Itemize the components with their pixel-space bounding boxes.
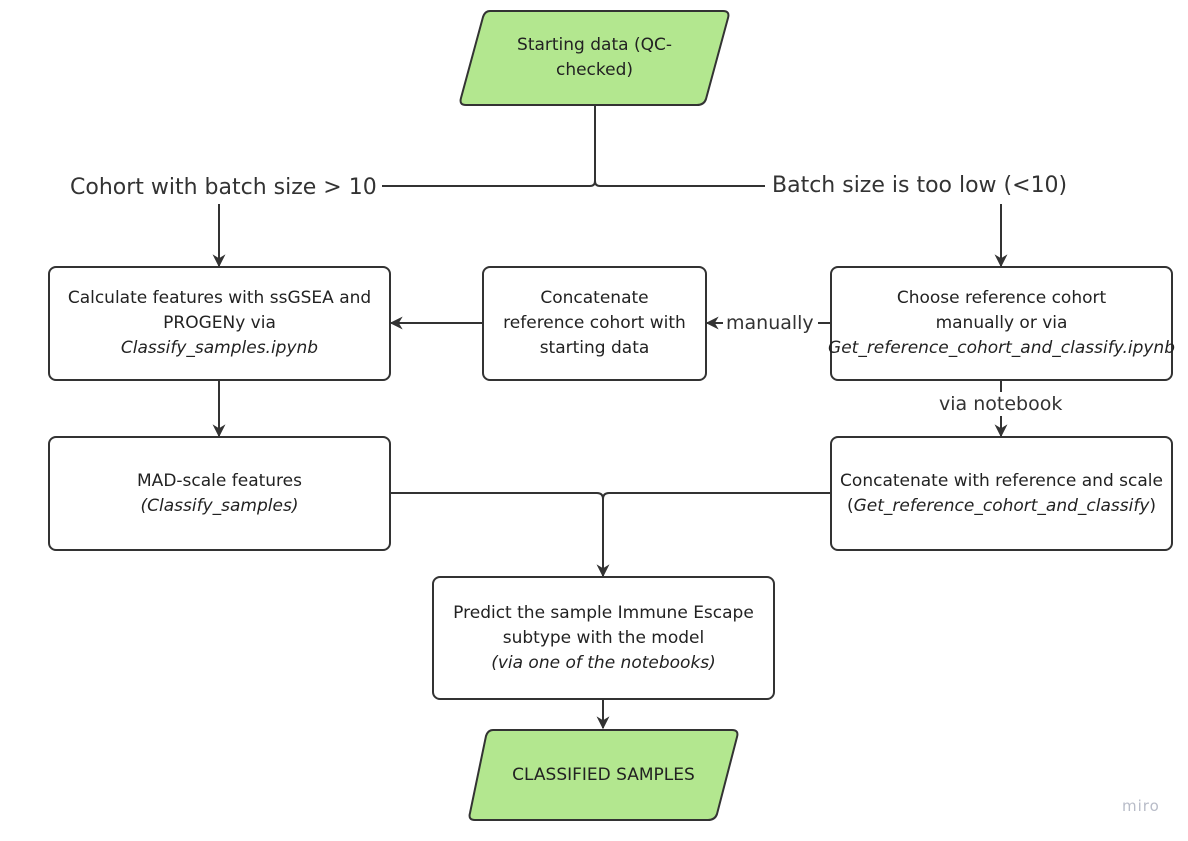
classified-samples-label: CLASSIFIED SAMPLES <box>512 764 695 785</box>
edge-label-via-notebook: via notebook <box>936 392 1066 416</box>
predict-subtype-box: Predict the sample Immune Escape subtype… <box>432 576 775 700</box>
start-data-terminal: Starting data (QC- checked) <box>458 9 731 107</box>
mad-scale-box: MAD-scale features (Classify_samples) <box>48 436 391 551</box>
calc-line-2: PROGENy via <box>163 313 276 333</box>
concat-scale-paren-close: ) <box>1149 495 1157 516</box>
start-data-line-2: checked) <box>555 60 634 80</box>
connector-start-to-right-branch <box>594 180 765 187</box>
choose-ref-line-1: Choose reference cohort <box>896 288 1107 308</box>
parallelogram-shape <box>459 10 730 106</box>
choose-ref-notebook-name: Get_reference_cohort_and_classify.ipynb <box>828 338 1175 358</box>
start-data-line-1: Starting data (QC- <box>517 35 672 55</box>
parallelogram-shape <box>468 729 739 821</box>
miro-watermark: miro <box>1122 797 1160 815</box>
concat-ref-line-2: reference cohort with <box>503 313 686 333</box>
concat-ref-line-3: starting data <box>539 338 650 358</box>
predict-line-3: (via one of the notebooks) <box>491 652 716 673</box>
concatenate-scale-box: Concatenate with reference and scale (Ge… <box>830 436 1173 551</box>
classified-samples-terminal: CLASSIFIED SAMPLES <box>467 728 740 822</box>
branch-label-left: Cohort with batch size > 10 <box>66 174 381 202</box>
connector-start-to-left-branch <box>382 106 596 187</box>
concat-scale-paren-open: ( <box>846 495 854 516</box>
concat-scale-line-1: Concatenate with reference and scale <box>840 470 1163 491</box>
choose-ref-line-2: manually or via <box>935 313 1068 333</box>
mad-line-1: MAD-scale features <box>137 470 302 491</box>
connector-concat-scale-to-predict <box>602 492 831 500</box>
calc-notebook-name: Classify_samples.ipynb <box>120 338 319 358</box>
connector-mad-to-predict <box>391 492 610 578</box>
calc-line-1: Calculate features with ssGSEA and <box>67 288 372 308</box>
calculate-features-box: Calculate features with ssGSEA and PROGE… <box>48 266 391 381</box>
predict-line-1: Predict the sample Immune Escape <box>453 602 754 623</box>
concatenate-reference-box: Concatenate reference cohort with starti… <box>482 266 707 381</box>
concat-scale-line-2: (Get_reference_cohort_and_classify) <box>847 494 1156 519</box>
edge-label-manually: manually <box>723 311 817 335</box>
mad-notebook-name: (Classify_samples) <box>140 495 299 516</box>
predict-line-2: subtype with the model <box>502 627 705 648</box>
branch-label-right: Batch size is too low (<10) <box>768 172 1072 200</box>
choose-reference-box: Choose reference cohort manually or via … <box>828 266 1175 381</box>
concat-scale-notebook-name: Get_reference_cohort_and_classify <box>853 495 1150 516</box>
concat-ref-line-1: Concatenate <box>540 288 649 308</box>
